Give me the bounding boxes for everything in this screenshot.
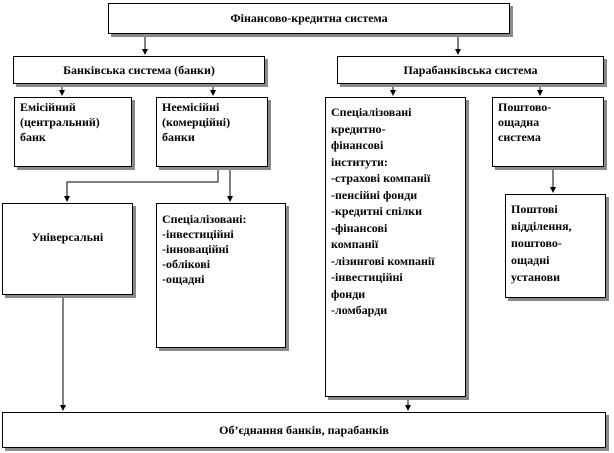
specialized-institutes-line: -фінансові <box>331 220 388 235</box>
non-emission-banks-box: Неемісійні (комерційні) банки <box>156 97 268 167</box>
arrow-to-universal <box>64 168 219 202</box>
parabank-system-box: Парабанківська система <box>337 56 604 84</box>
non-emission-banks-line: банки <box>162 130 195 144</box>
specialized-institutes-box: Спеціалізовані кредитно- фінансові інсти… <box>325 97 466 397</box>
specialized-institutes-line: -інвестиційні <box>331 270 403 284</box>
parabank-system-label: Парабанківська система <box>403 62 538 77</box>
non-emission-banks-line: (комерційні) <box>162 115 231 129</box>
specialized-institutes-line: -страхові компанії <box>331 171 431 185</box>
universal-banks-label: Універсальні <box>31 230 104 244</box>
specialized-institutes-line: -пенсійні фонди <box>331 187 418 202</box>
specialized-institutes-line: Спеціалізовані <box>331 105 412 119</box>
specialized-institutes-line: кредитно- <box>331 121 386 136</box>
postal-savings-system-box: Поштово- ощадна система <box>492 97 604 167</box>
bank-parabank-association-label: Об’єднання банків, парабанків <box>219 422 389 437</box>
postal-branches-line: Поштові <box>511 202 558 216</box>
specialized-banks-line: -ощадні <box>162 272 205 286</box>
specialized-banks-line: Спеціалізовані: <box>162 212 247 226</box>
bank-system-label: Банківська система (банки) <box>63 62 215 77</box>
specialized-institutes-line: -лізингові компанії <box>331 253 435 268</box>
specialized-institutes-line: -ломбарди <box>331 303 388 317</box>
specialized-institutes-line: фінансові <box>331 138 384 152</box>
postal-branches-line: поштово- <box>511 236 562 250</box>
specialized-institutes-line: -кредитні спілки <box>331 204 423 218</box>
specialized-institutes-line: інститути: <box>331 154 388 169</box>
postal-savings-system-line: система <box>498 130 541 144</box>
specialized-institutes-line: фонди <box>331 286 366 301</box>
postal-savings-system-line: ощадна <box>498 115 540 129</box>
specialized-banks-line: -інноваційні <box>162 242 229 256</box>
postal-branches-line: відділення, <box>511 219 572 233</box>
financial-credit-system-label: Фінансово-кредитна система <box>230 11 388 25</box>
postal-branches-box: Поштові відділення, поштово- ощадні уста… <box>505 194 606 298</box>
postal-branches-line: ощадні <box>511 253 550 267</box>
bank-system-box: Банківська система (банки) <box>13 56 265 84</box>
specialized-banks-line: -облікові <box>162 257 211 271</box>
emission-bank-line: Емісійний <box>20 100 76 114</box>
emission-bank-box: Емісійний (центральний) банк <box>14 97 132 167</box>
specialized-institutes-line: компанії <box>331 237 379 251</box>
postal-savings-system-line: Поштово- <box>498 100 552 114</box>
emission-bank-line: банк <box>20 130 46 144</box>
emission-bank-line: (центральний) <box>20 115 100 129</box>
universal-banks-box: Універсальні <box>2 203 133 295</box>
non-emission-banks-line: Неемісійні <box>162 100 220 114</box>
bank-parabank-association-box: Об’єднання банків, парабанків <box>2 412 606 448</box>
specialized-banks-line: -інвестиційні <box>162 227 234 241</box>
financial-credit-system-box: Фінансово-кредитна система <box>108 3 510 34</box>
specialized-banks-box: Спеціалізовані: -інвестиційні -інновацій… <box>156 203 286 348</box>
postal-branches-line: установи <box>511 270 561 284</box>
